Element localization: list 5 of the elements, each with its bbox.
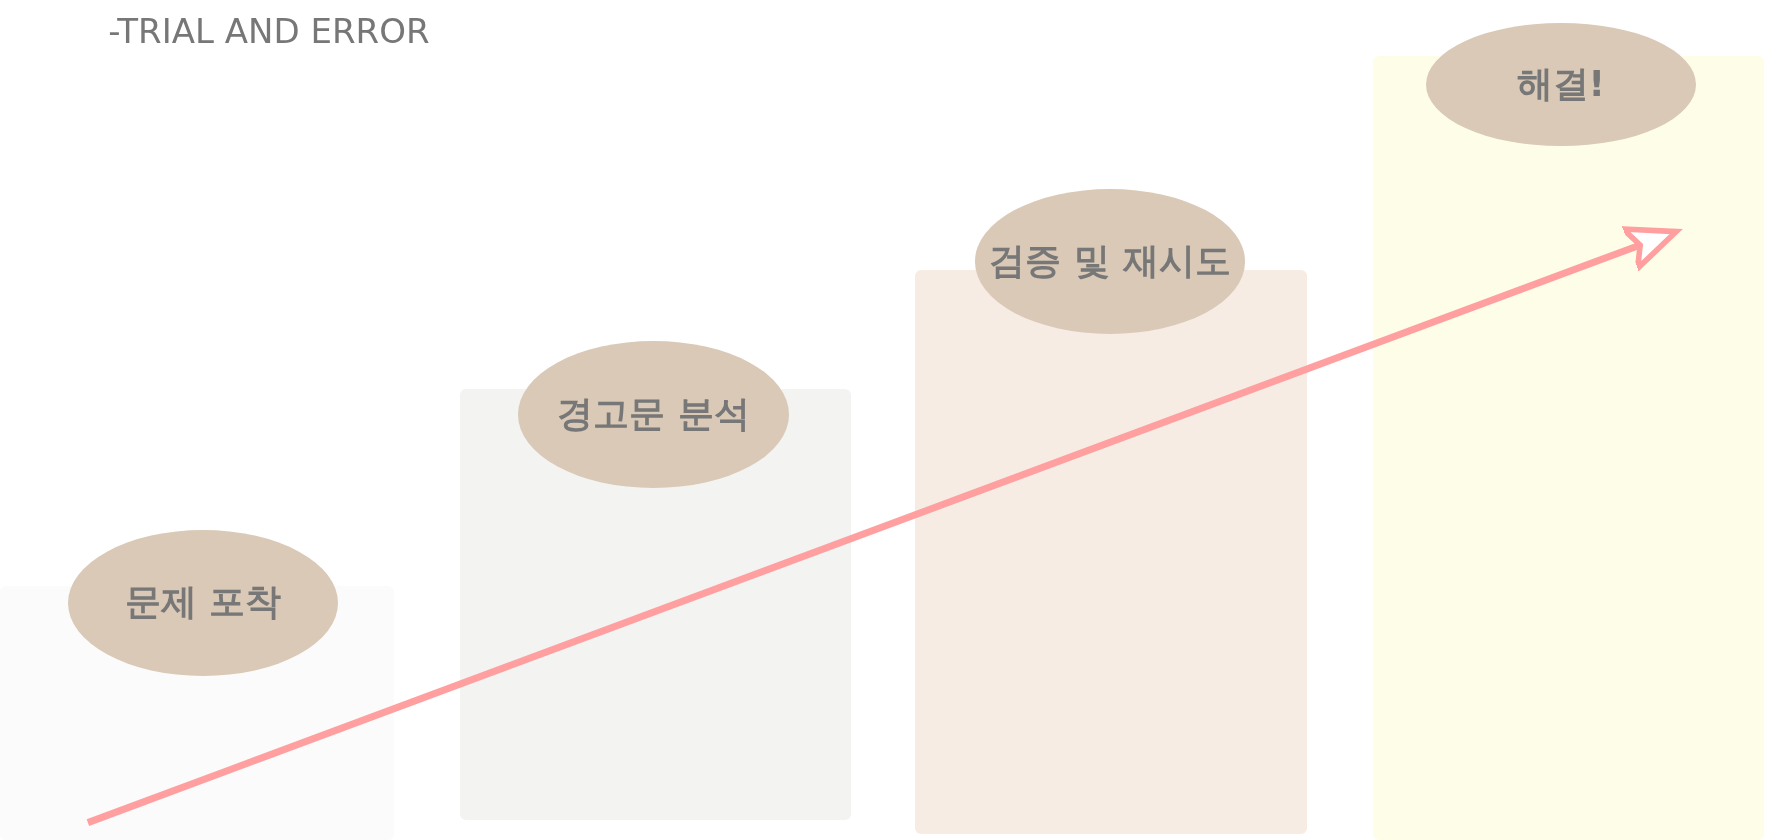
title: -TRIAL AND ERROR xyxy=(108,11,430,52)
step-label: 경고문 분석 xyxy=(557,392,750,437)
step-label: 문제 포착 xyxy=(124,580,282,625)
step-label: 검증 및 재시도 xyxy=(989,238,1231,283)
step-label: 해결! xyxy=(1516,62,1605,106)
